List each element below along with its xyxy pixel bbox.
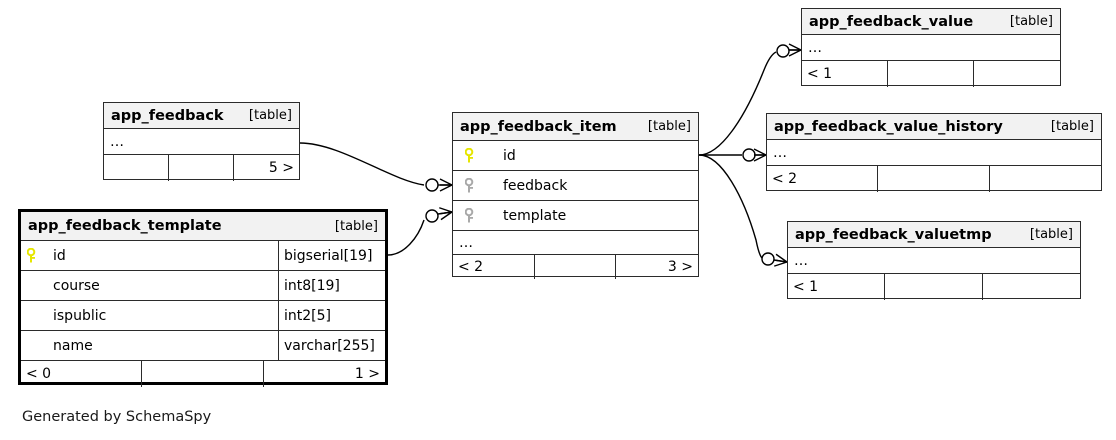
- table-title: app_feedback_value_history: [774, 118, 1003, 135]
- table-footer: < 2: [767, 166, 1101, 192]
- table-footer: < 1: [788, 274, 1080, 300]
- table-footer: < 1: [802, 61, 1060, 87]
- column-row[interactable]: id: [453, 141, 698, 171]
- footer-right: 1 >: [354, 366, 380, 382]
- footer-middle: [142, 361, 264, 387]
- table-app-feedback-value-history[interactable]: app_feedback_value_history [table] … < 2: [766, 113, 1102, 192]
- column-label: name: [53, 337, 93, 354]
- column-name-cell: id: [453, 141, 698, 170]
- footer-middle: [535, 255, 617, 279]
- table-kind-label: [table]: [1009, 14, 1053, 29]
- footer-middle: [888, 61, 974, 87]
- table-title: app_feedback: [111, 107, 224, 124]
- footer-right: 3 >: [667, 259, 694, 275]
- footer-left: < 2: [767, 166, 879, 192]
- column-label: id: [503, 147, 516, 164]
- column-name-cell: feedback: [453, 171, 698, 200]
- edge-app-feedback-to-item: [299, 142, 453, 192]
- table-header: app_feedback_valuetmp [table]: [788, 222, 1080, 248]
- footer-right: 5 >: [268, 160, 294, 176]
- footer-right: [990, 166, 1101, 192]
- table-title: app_feedback_template: [28, 218, 222, 234]
- table-header: app_feedback_item [table]: [453, 113, 698, 141]
- edge-template-to-item: [387, 207, 453, 256]
- columns-collapsed-row: …: [767, 140, 1101, 166]
- column-label: ispublic: [53, 307, 107, 324]
- table-app-feedback-valuetmp[interactable]: app_feedback_valuetmp [table] … < 1: [787, 221, 1081, 300]
- primary-key-icon: [459, 147, 503, 164]
- columns-collapsed-row: …: [453, 231, 698, 255]
- footer-middle: [169, 155, 234, 181]
- column-type-cell: bigserial[19]: [278, 241, 385, 270]
- table-kind-label: [table]: [647, 119, 691, 134]
- column-type-cell: int2[5]: [278, 301, 385, 330]
- ellipsis-label: …: [110, 133, 125, 150]
- generated-by-caption: Generated by SchemaSpy: [22, 409, 212, 425]
- table-kind-label: [table]: [334, 218, 378, 234]
- footer-left: < 2: [453, 255, 535, 279]
- column-label: id: [53, 247, 66, 264]
- column-row[interactable]: id bigserial[19]: [21, 241, 385, 271]
- table-kind-label: [table]: [1050, 119, 1094, 134]
- columns-collapsed-row: …: [104, 129, 299, 155]
- footer-left: [104, 155, 169, 181]
- edge-item-to-value-history: [699, 148, 767, 162]
- table-app-feedback-value[interactable]: app_feedback_value [table] … < 1: [801, 8, 1061, 87]
- primary-key-icon: [27, 247, 53, 264]
- ellipsis-label: …: [459, 234, 474, 251]
- table-title: app_feedback_item: [460, 118, 617, 135]
- table-title: app_feedback_valuetmp: [795, 226, 992, 243]
- column-label: feedback: [503, 177, 568, 194]
- column-type-cell: varchar[255]: [278, 331, 385, 360]
- table-title: app_feedback_value: [809, 13, 974, 30]
- table-header: app_feedback_template [table]: [21, 212, 385, 241]
- table-header: app_feedback [table]: [104, 103, 299, 129]
- column-type-cell: int8[19]: [278, 271, 385, 300]
- column-row[interactable]: name varchar[255]: [21, 331, 385, 361]
- footer-left: < 1: [802, 61, 888, 87]
- foreign-key-icon: [459, 177, 503, 194]
- table-header: app_feedback_value_history [table]: [767, 114, 1101, 140]
- footer-right: [983, 274, 1080, 300]
- footer-middle: [878, 166, 990, 192]
- column-row[interactable]: ispublic int2[5]: [21, 301, 385, 331]
- table-kind-label: [table]: [248, 108, 292, 123]
- columns-collapsed-row: …: [788, 248, 1080, 274]
- footer-right: [974, 61, 1060, 87]
- ellipsis-label: …: [794, 252, 809, 269]
- column-row[interactable]: template: [453, 201, 698, 231]
- table-footer: < 2 3 >: [453, 255, 698, 279]
- column-name-cell: ispublic: [21, 301, 278, 330]
- ellipsis-label: …: [773, 144, 788, 161]
- column-row[interactable]: feedback: [453, 171, 698, 201]
- column-label: course: [53, 277, 100, 294]
- footer-middle: [885, 274, 983, 300]
- column-row[interactable]: course int8[19]: [21, 271, 385, 301]
- table-app-feedback-item[interactable]: app_feedback_item [table] id: [452, 112, 699, 279]
- columns-collapsed-row: …: [802, 35, 1060, 61]
- column-name-cell: id: [21, 241, 278, 270]
- foreign-key-icon: [459, 207, 503, 224]
- table-kind-label: [table]: [1029, 227, 1073, 242]
- footer-left: < 0: [21, 361, 143, 387]
- table-header: app_feedback_value [table]: [802, 9, 1060, 35]
- table-app-feedback[interactable]: app_feedback [table] … 5 >: [103, 102, 300, 181]
- column-name-cell: name: [21, 331, 278, 360]
- column-label: template: [503, 207, 567, 224]
- table-footer: < 0 1 >: [21, 361, 385, 387]
- table-app-feedback-template[interactable]: app_feedback_template [table] id bigseri…: [18, 209, 388, 387]
- ellipsis-label: …: [808, 39, 823, 56]
- column-name-cell: template: [453, 201, 698, 230]
- table-footer: 5 >: [104, 155, 299, 181]
- column-name-cell: course: [21, 271, 278, 300]
- footer-left: < 1: [788, 274, 886, 300]
